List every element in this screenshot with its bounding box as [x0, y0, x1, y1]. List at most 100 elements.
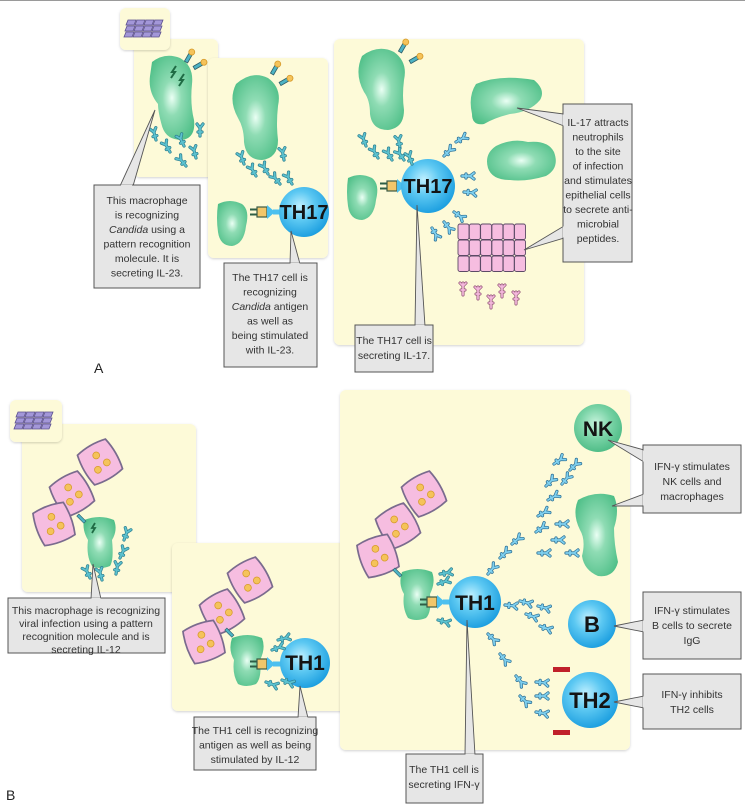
- callout-line: The TH17 cell is: [356, 335, 432, 347]
- callout-line: to secrete anti-: [563, 204, 633, 216]
- activation-signal-icon: [90, 522, 97, 534]
- panel-a-letter: A: [94, 360, 104, 376]
- top-border-line: [0, 0, 745, 1]
- callout-line: The TH17 cell is: [232, 272, 308, 284]
- th2-cell: [562, 672, 618, 728]
- th1-cell: [280, 638, 330, 688]
- callout-line: neutrophils: [572, 132, 623, 144]
- macrophage-cell: [358, 48, 405, 130]
- th17-cell: [401, 159, 455, 213]
- epithelial-cell: [468, 223, 481, 240]
- callout-line: molecule. It is: [115, 253, 179, 265]
- activated-macrophage-cell: [575, 493, 618, 577]
- epithelial-cell: [480, 255, 493, 272]
- epithelial-cell-layer: [457, 223, 526, 272]
- activation-signal-icon: [178, 73, 185, 87]
- callout-line: IFN-γ inhibits: [661, 689, 722, 701]
- th17-cell-label: TH17: [280, 202, 329, 224]
- antigen-presenting-cell: [230, 635, 264, 686]
- callout-ifn-nk-macrophage: IFN-γ stimulates NK cells and macrophages: [607, 439, 742, 514]
- antigen-presenting-cell: [347, 175, 378, 220]
- th1-cell-label: TH1: [285, 652, 325, 675]
- inhibition-mark: [553, 667, 570, 672]
- pattern-recognition-receptor: [224, 627, 235, 638]
- callout-line: being stimulated: [232, 330, 309, 342]
- antigen-presenting-cell: [217, 201, 248, 246]
- epithelial-cell: [491, 239, 504, 256]
- th17-cell-label: TH17: [404, 176, 453, 198]
- callout-line: peptides.: [577, 233, 620, 245]
- antigen-presenting-cell: [400, 569, 434, 620]
- callout-line: secreting IL-17.: [358, 350, 430, 362]
- th1-cell: [449, 576, 501, 628]
- b-cell: [568, 600, 616, 648]
- callout-line: IFN-γ stimulates: [654, 461, 730, 473]
- nk-cell-label: NK: [583, 418, 613, 441]
- callout-th1-recognition: The TH1 cell is recognizing antigen as we…: [192, 685, 319, 771]
- epithelial-cell: [491, 255, 504, 272]
- callout-line: recognition molecule and is: [22, 631, 149, 643]
- epithelial-cell: [468, 255, 481, 272]
- callout-line: Candida antigen: [232, 301, 309, 313]
- callout-line: recognizing: [243, 287, 297, 299]
- callout-line: The TH1 cell is recognizing: [192, 725, 319, 737]
- b-cell-label: B: [584, 612, 600, 637]
- epithelial-cell: [457, 255, 470, 272]
- epithelial-cell: [480, 239, 493, 256]
- callout-line: This macrophage is recognizing: [12, 605, 160, 617]
- callout-line: B cells to secrete: [652, 620, 732, 632]
- callout-line: secreting IL-23.: [111, 268, 183, 280]
- epithelial-cell: [468, 239, 481, 256]
- callout-line: and stimulates: [564, 175, 632, 187]
- panel-b: TH1 TH1 NK B TH2: [6, 390, 742, 804]
- th17-cell: [279, 187, 329, 237]
- epithelial-cell: [514, 255, 526, 272]
- callout-line: microbial: [577, 219, 619, 231]
- th2-cell-label: TH2: [569, 688, 611, 713]
- activation-signal-icon: [170, 65, 177, 79]
- callout-line: IL-17 attracts: [567, 117, 628, 129]
- callout-line: pattern recognition: [104, 239, 191, 251]
- pattern-recognition-receptor: [76, 513, 87, 524]
- nk-cell: [574, 404, 622, 452]
- macrophage-cell: [83, 517, 116, 568]
- callout-line: antigen as well as being: [199, 740, 311, 752]
- callout-line: secreting IL-12: [51, 644, 121, 656]
- callout-line: stimulated by IL-12: [211, 754, 300, 766]
- callout-line: to the site: [575, 146, 621, 158]
- panel-a: TH17 TH17: [93, 8, 633, 376]
- callout-line: secreting IFN-γ: [408, 779, 480, 791]
- callout-line: Candida using a: [109, 224, 185, 236]
- epithelial-cell: [502, 239, 515, 256]
- callout-line: as well as: [247, 316, 293, 328]
- callout-line: TH2 cells: [670, 704, 714, 716]
- callout-line: IFN-γ stimulates: [654, 605, 730, 617]
- panel-b-step1-background: [22, 424, 196, 592]
- epithelial-cell: [514, 223, 526, 240]
- inhibition-mark: [553, 730, 570, 735]
- callout-line: NK cells and: [663, 476, 722, 488]
- callout-line: The TH1 cell is: [409, 764, 479, 776]
- epithelial-cell: [502, 255, 515, 272]
- epithelial-cell: [457, 223, 470, 240]
- epithelial-cell: [480, 223, 493, 240]
- callout-line: macrophages: [660, 491, 724, 503]
- panel-b-letter: B: [6, 787, 15, 803]
- callout-th1-ifn-gamma: The TH1 cell is secreting IFN-γ: [405, 619, 484, 804]
- callout-line: is recognizing: [115, 210, 179, 222]
